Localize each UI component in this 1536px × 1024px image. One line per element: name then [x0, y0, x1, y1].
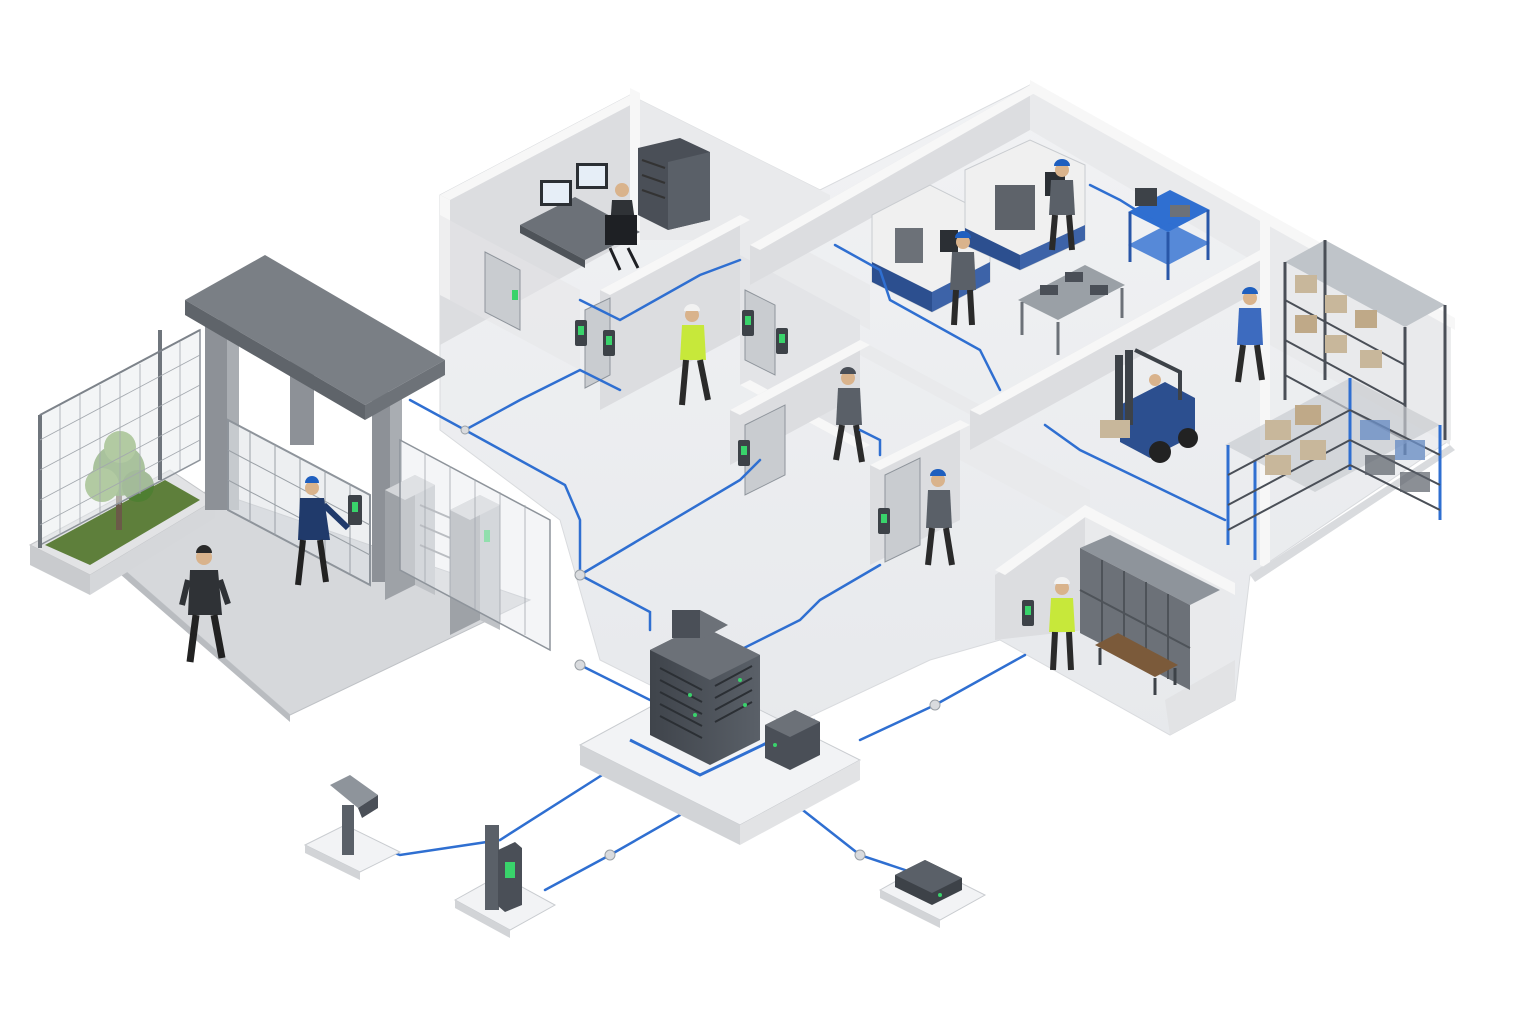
card-reader-icon[interactable]: [348, 495, 362, 525]
server-rack-icon: [650, 610, 760, 765]
storage-rack-icon: [1283, 240, 1447, 455]
sliding-gate: [227, 418, 371, 587]
door-icon[interactable]: [738, 404, 786, 496]
ups-unit-icon: [765, 710, 820, 770]
entrance-gate-zone: [28, 255, 551, 722]
person-suit-icon: [295, 476, 351, 586]
tool-shelf-icon: [1128, 188, 1210, 280]
cable-junction-nodes: [460, 425, 941, 861]
person-suit-icon: [179, 545, 231, 663]
person-vest-icon: [1049, 577, 1075, 671]
locker-room: [995, 505, 1235, 735]
door-icon[interactable]: [484, 251, 521, 331]
locker-icon: [1079, 535, 1220, 690]
person-hardhat-icon: [925, 469, 955, 566]
security-control-room: [440, 88, 830, 370]
storage-rack-icon: [1225, 378, 1442, 560]
warehouse: [1100, 210, 1455, 582]
person-seated-icon: [605, 183, 640, 271]
cnc-machine-workshop: [750, 80, 1270, 450]
forklift-icon: [1100, 348, 1198, 463]
door-icon[interactable]: [742, 289, 788, 376]
corridor-office: [575, 215, 1090, 566]
person-hardhat-icon: [950, 231, 976, 326]
person-hardhat-icon: [1049, 159, 1075, 251]
door-icon[interactable]: [878, 457, 921, 563]
terminal-icon[interactable]: [453, 825, 557, 938]
person-vest-icon: [679, 304, 711, 406]
perimeter-fence: [38, 328, 201, 548]
server-cabinet-icon: [638, 138, 710, 230]
server-hub: [578, 610, 862, 845]
controller-box-icon[interactable]: [878, 860, 987, 928]
person-hardhat-icon: [1235, 287, 1265, 383]
bench-icon: [1095, 633, 1178, 695]
cctv-camera-icon[interactable]: [303, 775, 402, 880]
door-icon[interactable]: [575, 297, 615, 389]
workbench-icon: [1018, 265, 1125, 355]
card-reader-icon[interactable]: [1022, 600, 1034, 626]
person-hardhat-icon: [833, 367, 865, 463]
